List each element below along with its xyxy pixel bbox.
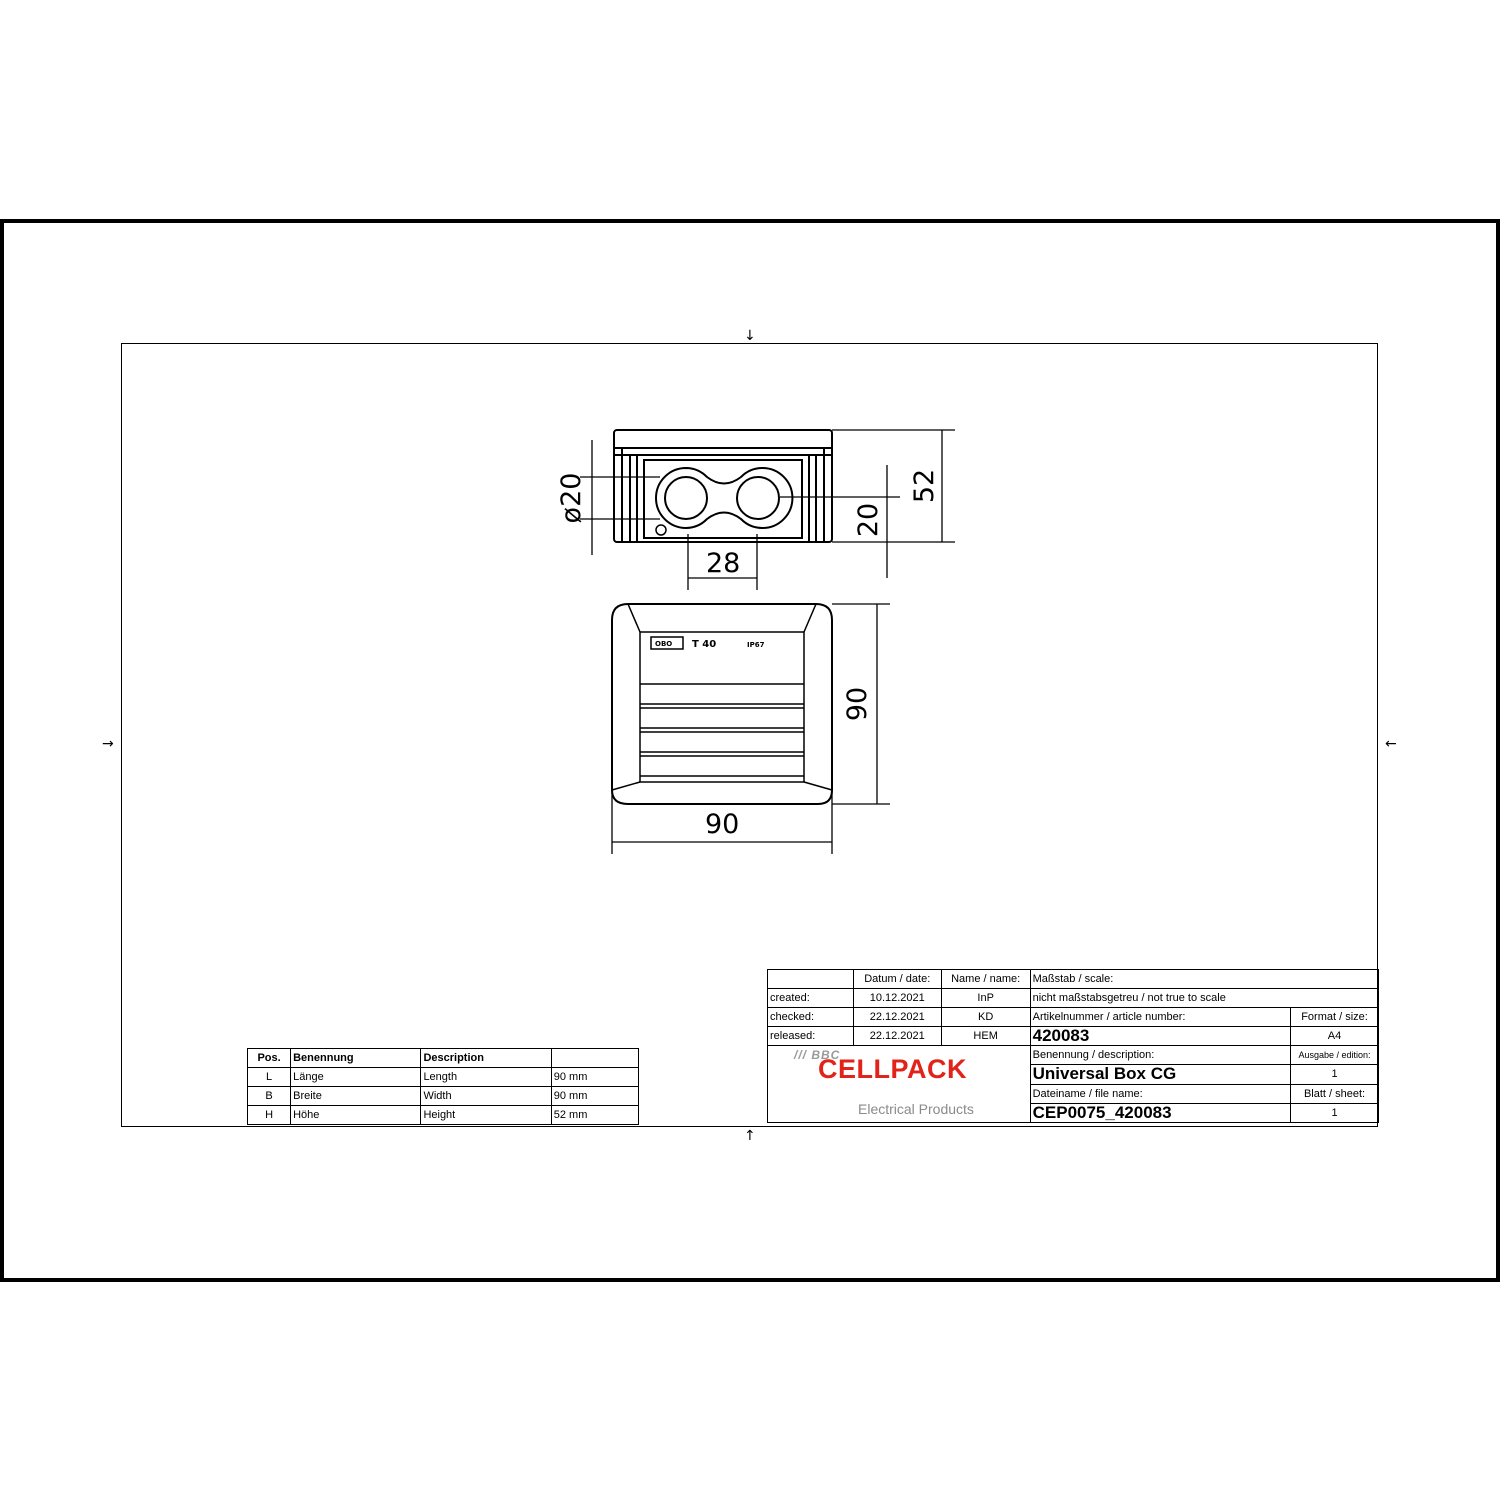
dimension-hole-height: 20 [853,503,884,537]
row-description: Width [420,1086,552,1106]
right-center-marker: ← [1385,736,1397,752]
released-label: released: [767,1026,854,1046]
drawing-sheet-border [0,219,1500,1282]
parts-header-benennung: Benennung [290,1048,422,1068]
table-row: H Höhe Height 52 mm [246,1105,640,1125]
filename-label: Dateiname / file name: [1029,1083,1292,1104]
lid-brand-label: OBO [655,640,672,648]
diameter-symbol: ø [556,507,587,524]
table-row: L Länge Length 90 mm [246,1067,640,1087]
scale-value: nicht maßstabsgetreu / not true to scale [1029,988,1380,1008]
cable-entry-right [736,476,780,520]
date-header: Datum / date: [852,969,942,989]
description-label: Benennung / description: [1029,1044,1292,1066]
row-benennung: Länge [290,1067,422,1087]
row-benennung: Höhe [290,1105,422,1125]
top-center-marker: ↓ [744,328,756,344]
logo-bbc-text: /// BBC [794,1048,841,1062]
format-label: Format / size: [1290,1007,1379,1027]
created-label: created: [767,988,854,1008]
company-logo: /// BBC CELLPACK Electrical Products [767,1045,1031,1123]
row-value: 90 mm [550,1086,640,1106]
created-date: 10.12.2021 [852,988,942,1008]
filename-value: CEP0075_420083 [1029,1102,1292,1124]
dimension-hole-spacing: 28 [706,548,740,579]
dimension-length: 90 [842,687,873,721]
description-value: Universal Box CG [1029,1064,1292,1085]
row-benennung: Breite [290,1086,422,1106]
article-number-label: Artikelnummer / article number: [1029,1007,1292,1027]
table-row: B Breite Width 90 mm [246,1086,640,1106]
dimension-lines [580,429,955,854]
parts-header-pos: Pos. [246,1048,292,1068]
parts-header-value [550,1048,640,1068]
row-value: 90 mm [550,1067,640,1087]
name-header: Name / name: [940,969,1031,989]
logo-subtitle: Electrical Products [858,1101,974,1117]
row-value: 52 mm [550,1105,640,1125]
title-block: Datum / date: Name / name: Maßstab / sca… [767,969,1380,1124]
lid-model-label: T 40 [692,639,716,650]
svg-text:ø20: ø20 [556,473,587,524]
created-name: InP [940,988,1031,1008]
left-center-marker: → [102,736,114,752]
row-pos: B [246,1086,292,1106]
checked-date: 22.12.2021 [852,1007,942,1027]
obo-logo-mark [650,636,684,650]
bottom-center-marker: ↑ [744,1128,756,1144]
row-pos: H [246,1105,292,1125]
checked-label: checked: [767,1007,854,1027]
released-name: HEM [940,1026,1031,1046]
side-view [613,429,833,543]
edition-value: 1 [1290,1064,1379,1085]
dimension-total-height: 52 [909,469,940,503]
logo-cellpack-text: CELLPACK [818,1054,967,1084]
sheet-value: 1 [1290,1102,1379,1124]
sheet-label: Blatt / sheet: [1290,1083,1379,1104]
article-number: 420083 [1029,1026,1292,1046]
checked-name: KD [940,1007,1031,1027]
format-value: A4 [1290,1026,1379,1046]
scale-header: Maßstab / scale: [1029,969,1380,989]
cable-entry-left [664,476,708,520]
released-date: 22.12.2021 [852,1026,942,1046]
dimension-diameter: 20 [556,473,587,507]
edition-label: Ausgabe / edition: [1290,1044,1379,1066]
drawing-frame [121,343,1378,1127]
row-pos: L [246,1067,292,1087]
dimension-width: 90 [705,809,739,840]
row-description: Length [420,1067,552,1087]
lid-rating-label: IP67 [747,641,765,649]
parts-header-description: Description [420,1048,552,1068]
top-view [611,603,833,805]
row-description: Height [420,1105,552,1125]
parts-list: Pos. Benennung Description L Länge Lengt… [246,1048,640,1125]
